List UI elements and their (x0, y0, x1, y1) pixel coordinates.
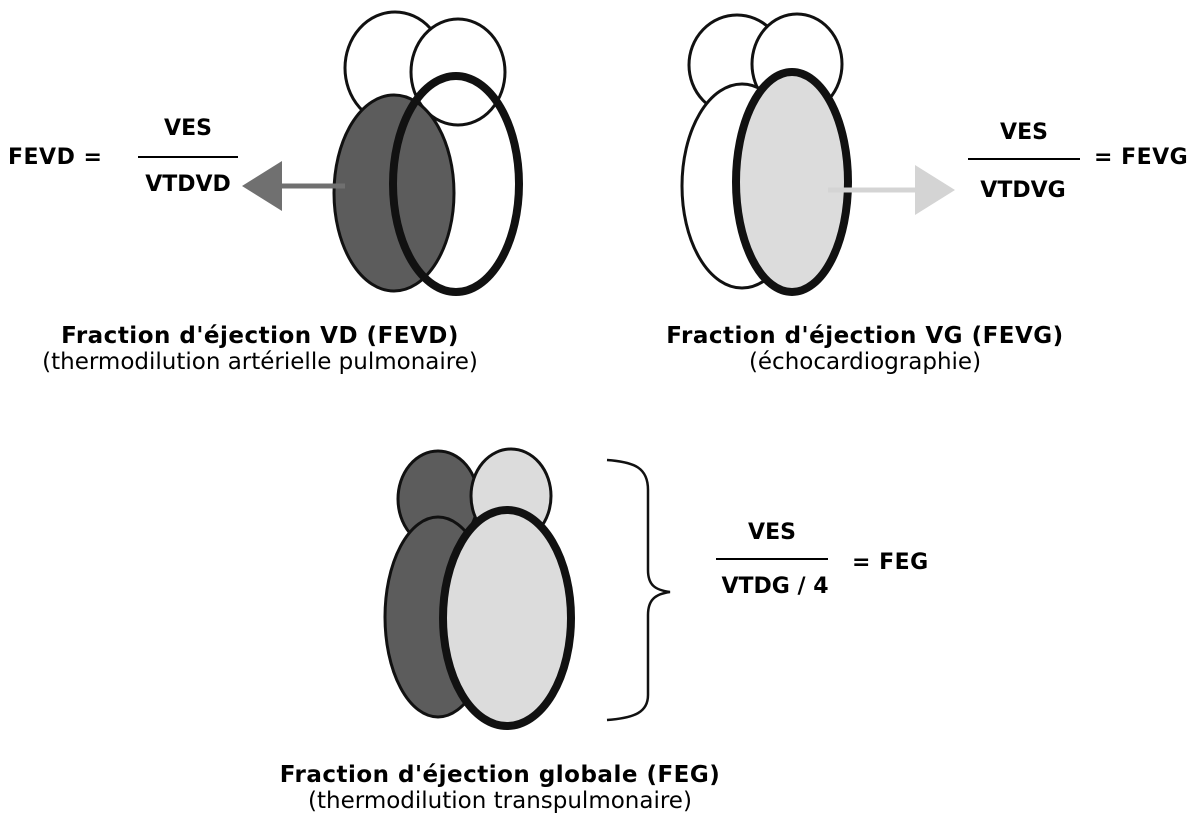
caption-vg-title: Fraction d'éjection VG (FEVG) (620, 323, 1110, 349)
caption-global-title: Fraction d'éjection globale (FEG) (220, 762, 780, 788)
caption-vg-subtitle: (échocardiographie) (620, 349, 1110, 375)
heart-vd (272, 12, 519, 292)
formula-vg-fraction-bar (968, 158, 1080, 160)
brace (607, 460, 670, 720)
formula-vd-lhs: FEVD = (8, 145, 102, 170)
formula-vg-denominator: VTDVG (963, 178, 1083, 203)
heart-vg (682, 14, 925, 292)
formula-global-denominator: VTDG / 4 (700, 574, 850, 599)
formula-global-rhs: = FEG (852, 550, 929, 575)
caption-global-subtitle: (thermodilution transpulmonaire) (220, 788, 780, 814)
caption-vd-title: Fraction d'éjection VD (FEVD) (0, 323, 520, 349)
caption-global: Fraction d'éjection globale (FEG) (therm… (220, 762, 780, 814)
caption-vd-subtitle: (thermodilution artérielle pulmonaire) (0, 349, 520, 375)
caption-vg: Fraction d'éjection VG (FEVG) (échocardi… (620, 323, 1110, 375)
formula-vg-rhs: = FEVG (1094, 145, 1188, 170)
formula-vd-numerator: VES (138, 116, 238, 141)
formula-vg-numerator: VES (968, 120, 1080, 145)
left-ventricle-global (443, 510, 571, 726)
heart-global (385, 449, 571, 726)
left-ventricle-vg (736, 72, 848, 292)
formula-global-fraction-bar (716, 558, 828, 560)
formula-vd-denominator: VTDVD (133, 172, 243, 197)
formula-vd-fraction-bar (138, 156, 238, 158)
caption-vd: Fraction d'éjection VD (FEVD) (thermodil… (0, 323, 520, 375)
formula-global-numerator: VES (716, 520, 828, 545)
